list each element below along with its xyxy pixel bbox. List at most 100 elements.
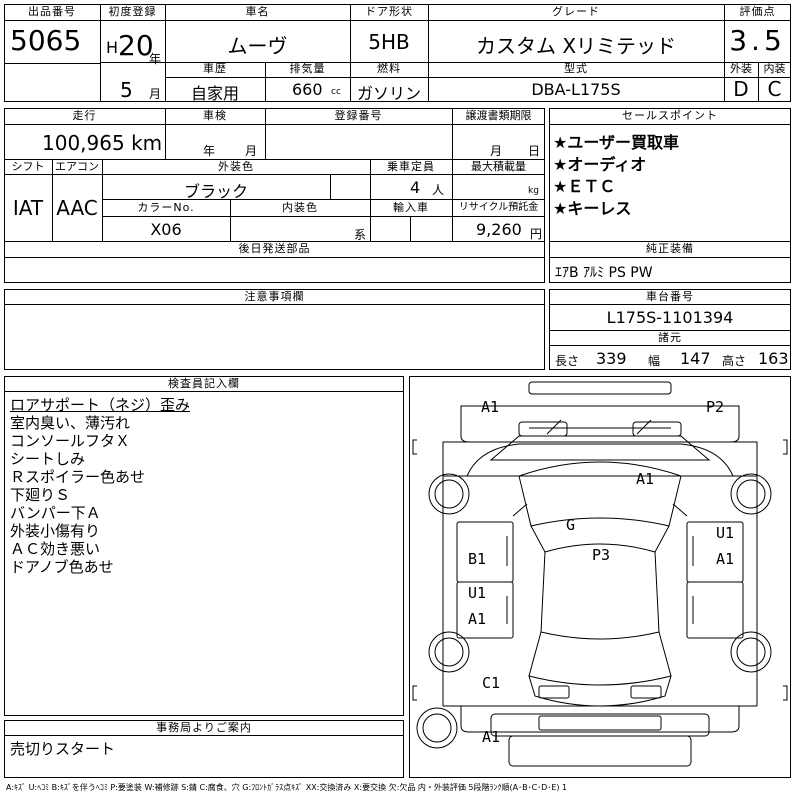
grade-label: グレード	[552, 5, 600, 18]
shift: IAT	[12, 196, 44, 220]
damage-front-right: P2	[706, 398, 725, 416]
damage-right-front-door: U1	[716, 524, 735, 542]
interior-color-unit: 系	[354, 228, 367, 242]
damage-front-left: A1	[481, 398, 500, 416]
length-label: 長さ	[555, 354, 580, 368]
inspection-label: 車検	[203, 109, 227, 122]
sales-point: ★キーレス	[553, 199, 632, 218]
displacement: 660	[292, 80, 323, 99]
transfer-day-unit: 日	[528, 144, 541, 158]
caution-section	[4, 289, 545, 370]
recycle-fee: 9,260	[476, 220, 522, 239]
inspector-section	[4, 376, 404, 716]
damage-rear-bumper: A1	[482, 728, 501, 746]
damage-windshield: G	[566, 516, 576, 534]
damage-hood: A1	[636, 470, 655, 488]
inspector-note: ドアノブ色あせ	[10, 558, 114, 576]
inspector-note: バンパー下Ａ	[10, 504, 101, 522]
lot-no: 5065	[10, 24, 82, 57]
model: DBA-L175S	[531, 80, 621, 99]
interior-color-label: 内装色	[282, 201, 318, 214]
damage-rear-left: C1	[482, 674, 501, 692]
damage-legend: A:ｷｽﾞ U:ﾍｺﾐ B:ｷｽﾞを伴うﾍｺﾐ P:要塗装 W:補修跡 S:錆 …	[6, 783, 568, 792]
damage-left-rear-door: A1	[468, 610, 487, 628]
era: H	[106, 38, 119, 57]
color-number: X06	[150, 220, 182, 239]
history-label: 車歴	[203, 62, 227, 75]
car-diagram	[412, 381, 788, 767]
color-label: 外装色	[218, 160, 254, 173]
damage-left-rear-door: U1	[468, 584, 487, 602]
interior-label: 内装	[763, 62, 786, 75]
height-value: 163	[758, 349, 789, 368]
lot-no-label: 出品番号	[28, 5, 76, 18]
recycle-unit: 円	[530, 227, 543, 241]
first-reg-label: 初度登録	[108, 5, 157, 18]
sales-points-label: セールスポイント	[622, 109, 718, 122]
displacement-unit: cc	[331, 87, 341, 97]
damage-right-front-door: A1	[716, 550, 735, 568]
score: 3.5	[729, 24, 786, 57]
displacement-label: 排気量	[289, 62, 326, 75]
damage-roof: P3	[592, 546, 611, 564]
sales-point: ★ユーザー買取車	[553, 133, 680, 152]
transfer-label: 譲渡書類期限	[465, 109, 532, 122]
caution-label: 注意事項欄	[244, 290, 305, 303]
score-label: 評価点	[739, 5, 776, 18]
capacity-label: 乗車定員	[387, 160, 435, 173]
later-parts-label: 後日発送部品	[238, 242, 311, 255]
door-label: ドア形状	[365, 5, 413, 18]
first-reg-month: 5	[120, 78, 133, 102]
exterior-label: 外装	[730, 62, 752, 75]
door-type: 5HB	[368, 30, 410, 54]
damage-left-front-door: B1	[468, 550, 487, 568]
genuine-equipment-label: 純正装備	[646, 242, 694, 255]
car-diagram-section	[409, 376, 791, 778]
sales-point: ★ＥＴＣ	[553, 177, 616, 196]
inspector-note: 下廻りＳ	[10, 486, 71, 504]
width-label: 幅	[648, 354, 661, 368]
length-value: 339	[596, 349, 627, 368]
recycle-label: リサイクル預託金	[458, 202, 539, 213]
inspector-note: Ｒスポイラー色あせ	[10, 468, 146, 486]
office-text: 売切りスタート	[10, 740, 116, 758]
fuel-label: 燃料	[377, 62, 401, 75]
inspector-note: 外装小傷有り	[10, 522, 101, 540]
sales-points-section	[549, 108, 791, 283]
chassis-label: 車台番号	[646, 290, 694, 303]
regno-label: 登録番号	[334, 109, 383, 122]
chassis-number: L175S-1101394	[606, 308, 734, 327]
spec-label: 諸元	[658, 331, 682, 344]
office-label: 事務局よりご案内	[156, 721, 252, 734]
fuel: ガソリン	[356, 84, 421, 103]
inspector-note: コンソールフタＸ	[10, 432, 131, 450]
sales-point: ★オーディオ	[553, 155, 647, 174]
width-value: 147	[680, 349, 711, 368]
history: 自家用	[190, 84, 239, 103]
office-section	[4, 720, 404, 778]
vehicle-details-section	[4, 108, 545, 283]
month-unit: 月	[149, 87, 162, 101]
ac-label: エアコン	[55, 160, 99, 173]
exterior-color: ブラック	[183, 182, 248, 201]
capacity-unit: 人	[432, 183, 445, 197]
model-label: 型式	[564, 62, 588, 75]
air-conditioner: AAC	[56, 196, 98, 220]
inspection-month-unit: 月	[245, 144, 258, 158]
transfer-month-unit: 月	[490, 144, 503, 158]
first-reg-year: 20	[118, 29, 154, 62]
inspector-note: ロアサポート（ネジ）歪み	[10, 396, 191, 414]
inspector-note: 室内臭い、薄汚れ	[10, 414, 131, 432]
mileage-label: 走行	[72, 109, 97, 122]
capacity: 4	[410, 178, 421, 197]
header-section	[4, 4, 791, 102]
car-name: ムーヴ	[227, 34, 288, 58]
car-name-label: 車名	[245, 5, 270, 18]
height-label: 高さ	[722, 354, 747, 368]
interior-score: C	[767, 77, 782, 101]
mileage: 100,965 km	[42, 131, 163, 155]
load-label: 最大積載量	[471, 160, 526, 173]
chassis-section	[549, 289, 791, 370]
exterior-score: D	[733, 77, 749, 101]
inspector-label: 検査員記入欄	[168, 377, 240, 390]
